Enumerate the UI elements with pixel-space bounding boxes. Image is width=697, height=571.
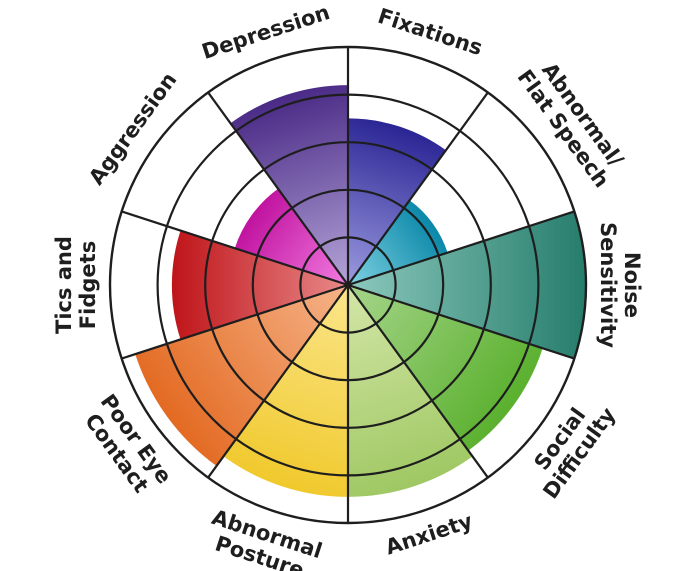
label-line: Depression xyxy=(199,0,333,64)
label-line: Tics and xyxy=(52,236,76,334)
label-aggression: Aggression xyxy=(84,68,181,189)
grid-spoke xyxy=(347,91,489,286)
sector-poor-eye-contact xyxy=(135,285,348,466)
label-line: Fidgets xyxy=(76,241,100,329)
center-dot xyxy=(345,282,351,288)
grid-spoke xyxy=(207,284,349,479)
grid-spoke xyxy=(347,210,575,287)
sector-social-difficulty xyxy=(348,285,543,451)
label-depression: Depression xyxy=(199,0,333,64)
label-line: Anxiety xyxy=(382,509,475,560)
label-abnormal-flat-speech: Abnormal/Flat Speech xyxy=(513,58,629,192)
grid-spoke xyxy=(121,210,349,287)
sector-abnormal-flat-speech xyxy=(348,200,448,285)
sector-depression xyxy=(230,85,348,285)
grid-lines xyxy=(108,45,588,525)
sector-tics-and-fidgets xyxy=(171,230,348,340)
sector-aggression xyxy=(234,188,348,285)
grid-spoke xyxy=(121,283,349,360)
sector-abnormal-posture xyxy=(223,285,348,497)
sector-fills xyxy=(135,85,586,497)
sector-anxiety xyxy=(348,285,473,497)
grid-spoke xyxy=(207,91,349,286)
label-line: Sensitivity xyxy=(596,222,620,348)
grid-spoke xyxy=(347,283,575,360)
sector-noise-sensitivity xyxy=(348,211,586,359)
grid-spoke xyxy=(347,284,489,479)
label-line: Aggression xyxy=(84,68,181,189)
label-anxiety: Anxiety xyxy=(382,509,475,560)
label-line: Noise xyxy=(620,252,644,318)
